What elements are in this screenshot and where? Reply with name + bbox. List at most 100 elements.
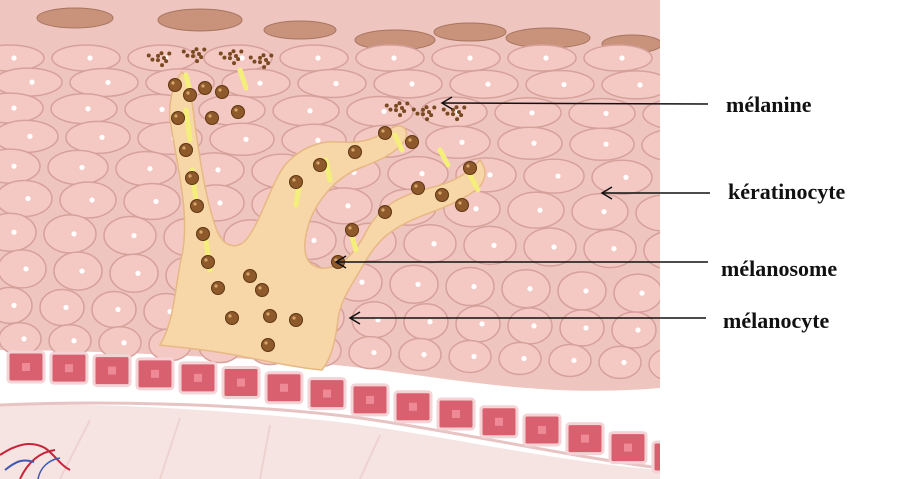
- melanosome-highlight: [201, 84, 204, 87]
- melanosome: [202, 256, 215, 269]
- basal-nucleus: [366, 396, 374, 404]
- basal-nucleus: [538, 426, 546, 434]
- melanin-dot: [239, 49, 243, 53]
- melanosome-highlight: [218, 88, 221, 91]
- melanin-dot: [402, 109, 406, 113]
- keratinocyte: [508, 308, 552, 344]
- melanin-dot: [195, 59, 199, 63]
- keratinocyte: [584, 45, 652, 71]
- cell-nucleus: [467, 55, 472, 60]
- basal-nucleus: [323, 390, 331, 398]
- melanin-dot: [199, 55, 203, 59]
- keratinocyte: [0, 250, 46, 288]
- keratinocyte: [464, 226, 516, 264]
- label-melanocyte: mélanocyte: [723, 308, 830, 333]
- melanin-dot: [191, 50, 195, 54]
- melanosome: [346, 224, 359, 237]
- melanosome-highlight: [214, 284, 217, 287]
- keratinocyte: [116, 152, 176, 186]
- melanosome: [184, 89, 197, 102]
- cell-nucleus: [99, 135, 104, 140]
- melanosome: [172, 112, 185, 125]
- cell-nucleus: [345, 203, 350, 208]
- cell-nucleus: [391, 55, 396, 60]
- keratinocyte: [549, 344, 591, 376]
- keratinocyte: [349, 337, 391, 369]
- melanosome-highlight: [351, 148, 354, 151]
- keratinocyte: [99, 327, 141, 359]
- melanosome-highlight: [264, 341, 267, 344]
- melanosome: [226, 312, 239, 325]
- cell-nucleus: [27, 134, 32, 139]
- cell-nucleus: [11, 105, 16, 110]
- cell-nucleus: [85, 106, 90, 111]
- cell-nucleus: [479, 321, 484, 326]
- cell-nucleus: [459, 140, 464, 145]
- keratinocyte: [48, 150, 108, 184]
- melanosome: [212, 282, 225, 295]
- keratinocyte: [60, 182, 116, 218]
- keratinocyte: [572, 194, 628, 230]
- melanin-dot: [394, 104, 398, 108]
- cell-nucleus: [215, 167, 220, 172]
- melanin-dot: [258, 56, 262, 60]
- basal-nucleus: [194, 374, 202, 382]
- basal-nucleus: [495, 418, 503, 426]
- melanosome-highlight: [174, 114, 177, 117]
- cell-nucleus: [217, 200, 222, 205]
- melanosome: [290, 314, 303, 327]
- cell-nucleus: [147, 166, 152, 171]
- melanin-dot: [164, 59, 168, 63]
- melanin-dot: [160, 63, 164, 67]
- melanosome: [379, 127, 392, 140]
- basal-nucleus: [108, 367, 116, 375]
- cell-nucleus: [473, 206, 478, 211]
- cell-nucleus: [537, 208, 542, 213]
- surface-cell: [158, 9, 242, 31]
- cell-nucleus: [371, 350, 376, 355]
- keratinocyte: [356, 45, 424, 71]
- melanosome: [262, 339, 275, 352]
- melanin-dot: [459, 113, 463, 117]
- keratinocyte: [374, 70, 442, 98]
- melanosome-highlight: [408, 138, 411, 141]
- melanin-dot: [182, 49, 186, 53]
- cell-nucleus: [79, 165, 84, 170]
- melanin-dot: [262, 65, 266, 69]
- melanin-dot: [454, 105, 458, 109]
- cell-nucleus: [307, 108, 312, 113]
- cell-nucleus: [521, 356, 526, 361]
- cell-nucleus: [89, 197, 94, 202]
- keratinocyte: [499, 342, 541, 374]
- cell-nucleus: [11, 230, 16, 235]
- cell-nucleus: [485, 82, 490, 87]
- cell-nucleus: [105, 80, 110, 85]
- cell-nucleus: [239, 55, 244, 60]
- cell-nucleus: [623, 175, 628, 180]
- melanin-dot: [394, 108, 398, 112]
- basal-nucleus: [65, 364, 73, 372]
- cell-nucleus: [619, 55, 624, 60]
- melanin-dot: [249, 55, 253, 59]
- cell-nucleus: [603, 111, 608, 116]
- melanin-dot: [385, 103, 389, 107]
- cell-nucleus: [529, 110, 534, 115]
- melanosome-highlight: [438, 191, 441, 194]
- melanin-dot: [219, 51, 223, 55]
- cell-nucleus: [315, 55, 320, 60]
- cell-nucleus: [29, 80, 34, 85]
- melanosome-highlight: [193, 202, 196, 205]
- cell-nucleus: [63, 305, 68, 310]
- melanin-dot: [236, 57, 240, 61]
- melanosome-highlight: [182, 146, 185, 149]
- cell-nucleus: [311, 238, 316, 243]
- cell-nucleus: [153, 199, 158, 204]
- melanin-dot: [462, 105, 466, 109]
- melanosome-highlight: [171, 81, 174, 84]
- keratinocyte: [426, 126, 490, 158]
- melanosome-highlight: [258, 286, 261, 289]
- cell-nucleus: [555, 173, 560, 178]
- keratinocyte: [449, 341, 491, 373]
- melanosome-highlight: [246, 272, 249, 275]
